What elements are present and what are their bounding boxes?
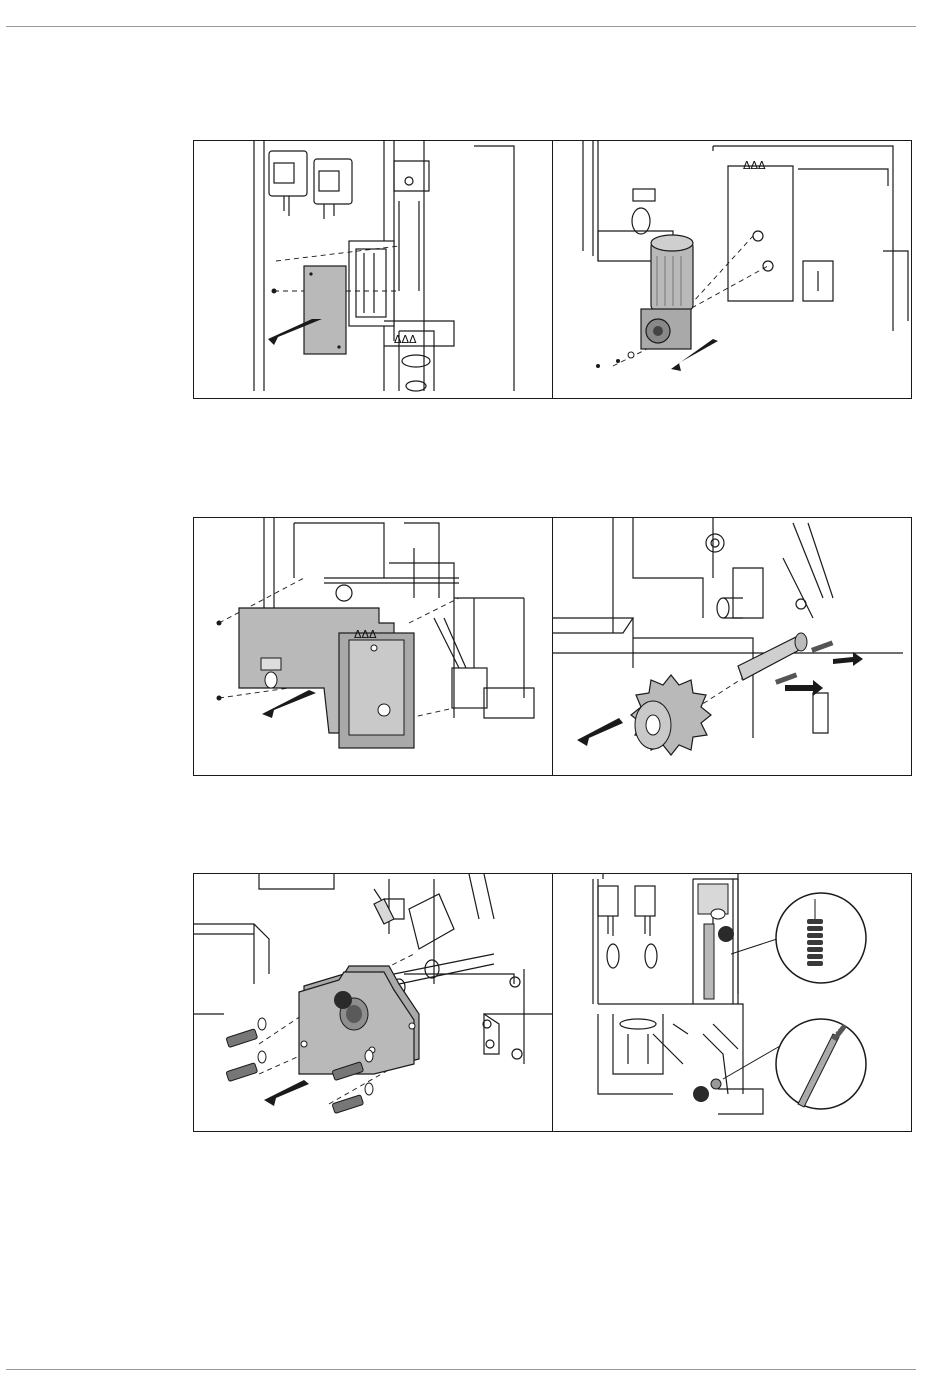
gear-motor-removal-icon: ΔΔΔ (553, 141, 911, 398)
marker-text: ΔΔΔ (354, 628, 377, 641)
figure-1-left-panel: ΔΔΔ (194, 141, 552, 398)
marker-text: ΔΔΔ (394, 333, 417, 346)
sprocket-removal-icon (553, 518, 911, 775)
header-rule (6, 26, 916, 27)
bearing-plate-removal-icon (194, 874, 552, 1131)
drive-cover-removal-icon: ΔΔΔ (194, 141, 552, 398)
figure-3 (193, 873, 912, 1132)
figure-2-right-panel (553, 518, 911, 775)
figure-3-right-panel (553, 874, 911, 1131)
marker-text: ΔΔΔ (743, 159, 766, 172)
front-panel-removal-icon: ΔΔΔ (194, 518, 552, 775)
figure-1: ΔΔΔ (193, 140, 912, 399)
figure-2-left-panel: ΔΔΔ (194, 518, 552, 775)
figure-1-right-panel: ΔΔΔ (553, 141, 911, 398)
footer-rule (6, 1369, 916, 1370)
figure-2: ΔΔΔ (193, 517, 912, 776)
spring-and-pin-detail-icon (553, 874, 911, 1131)
figure-3-left-panel (194, 874, 552, 1131)
